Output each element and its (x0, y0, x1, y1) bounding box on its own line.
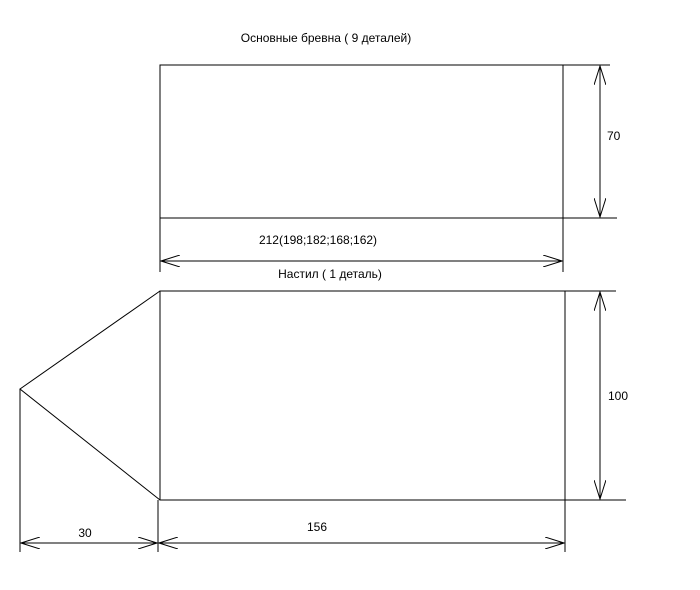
main-logs-width-label: 212(198;182;168;162) (259, 233, 377, 247)
deck-rect (159, 290, 566, 501)
main-logs-part: Основные бревна ( 9 деталей) 70 212(198;… (159, 31, 621, 272)
deck-part: Настил ( 1 деталь) 100 30 156 (19, 267, 628, 552)
deck-height-label: 100 (608, 389, 628, 403)
main-logs-width-dimension: 212(198;182;168;162) (159, 218, 564, 272)
deck-body-width-label: 156 (307, 520, 327, 534)
main-logs-rect (159, 64, 564, 219)
deck-height-dimension: 100 (565, 290, 628, 501)
deck-title: Настил ( 1 деталь) (278, 267, 382, 281)
deck-tip-width-dimension: 30 (19, 389, 159, 552)
main-logs-title: Основные бревна ( 9 деталей) (241, 31, 412, 45)
deck-pointed-end (19, 290, 161, 501)
main-logs-height-label: 70 (607, 129, 621, 143)
main-logs-height-dimension: 70 (563, 64, 621, 219)
deck-body-width-dimension: 156 (159, 500, 566, 552)
deck-tip-width-label: 30 (78, 526, 92, 540)
